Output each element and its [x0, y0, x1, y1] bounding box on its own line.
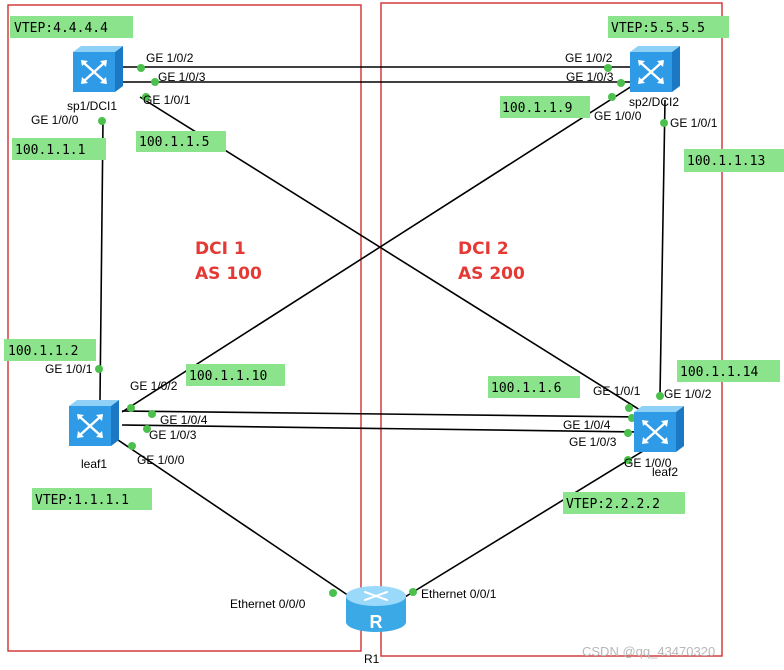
port-dot — [151, 78, 159, 86]
device-name-sp1: sp1/DCI1 — [67, 99, 117, 113]
vtep-label-leaf2: VTEP:2.2.2.2 — [566, 497, 660, 512]
leaf2-ge100-label: GE 1/0/0 — [624, 456, 672, 470]
router-icon[interactable]: R — [346, 586, 406, 632]
port-dot — [95, 365, 103, 373]
port-dot — [625, 404, 633, 412]
port-dot — [143, 425, 151, 433]
port-dot — [608, 93, 616, 101]
link-leaf1-leaf2-ge103 — [121, 424, 641, 433]
link-leaf1-r1 — [117, 439, 356, 601]
device-name-leaf2: leaf2 — [652, 465, 678, 479]
port-dot — [137, 64, 145, 72]
port-dot — [656, 392, 664, 400]
ip-label-leaf1-ge101: 100.1.1.2 — [8, 344, 78, 359]
port-dot — [128, 442, 136, 450]
device-name-sp2: sp2/DCI2 — [629, 95, 679, 109]
dci2-title: DCI 2 — [458, 239, 509, 259]
sp1-ge101-label: GE 1/0/1 — [143, 93, 191, 107]
port-dot — [98, 117, 106, 125]
sp2-ge103-label: GE 1/0/3 — [566, 70, 614, 84]
dci1-title: DCI 1 — [195, 239, 246, 259]
dci1-domain-box — [7, 4, 362, 652]
links — [99, 66, 666, 601]
link-sp1-leaf1 — [99, 119, 104, 401]
port-dot — [409, 588, 417, 596]
leaf1-ge100-label: GE 1/0/0 — [137, 453, 185, 467]
ip-label-leaf2-ge102: 100.1.1.14 — [680, 365, 758, 380]
sp1-ge103-label: GE 1/0/3 — [158, 70, 206, 84]
switch-icon[interactable] — [634, 406, 684, 452]
link-leaf2-r1 — [399, 447, 649, 601]
leaf1-ge103-label: GE 1/0/3 — [149, 428, 197, 442]
vtep-label-sp2: VTEP:5.5.5.5 — [611, 21, 705, 36]
ip-label-sp1-ge101: 100.1.1.5 — [139, 135, 209, 150]
vtep-label-leaf1: VTEP:1.1.1.1 — [35, 493, 129, 508]
svg-text:R: R — [370, 612, 383, 632]
interface-labels: GE 1/0/2 GE 1/0/3 GE 1/0/1 GE 1/0/0 GE 1… — [31, 51, 718, 611]
dci2-domain-box — [380, 2, 723, 657]
port-dot — [624, 429, 632, 437]
sp1-ge102-label: GE 1/0/2 — [146, 51, 194, 65]
switch-icon[interactable] — [73, 46, 123, 92]
leaf2-ge101-label: GE 1/0/1 — [593, 384, 641, 398]
r1-eth1-label: Ethernet 0/0/1 — [421, 587, 497, 601]
ip-label-sp2-ge101: 100.1.1.13 — [687, 154, 765, 169]
port-dot — [142, 93, 150, 101]
r1-eth0-label: Ethernet 0/0/0 — [230, 597, 306, 611]
leaf1-ge104-label: GE 1/0/4 — [160, 413, 208, 427]
leaf1-ge101-label: GE 1/0/1 — [45, 362, 93, 376]
sp1-ge100-label: GE 1/0/0 — [31, 113, 79, 127]
sp2-ge101-label: GE 1/0/1 — [670, 116, 718, 130]
device-name-r1: R1 — [364, 652, 380, 666]
port-dot — [624, 456, 632, 464]
sp2-ge100-label: GE 1/0/0 — [594, 109, 642, 123]
switch-icon[interactable] — [630, 46, 680, 92]
leaf2-ge104-label: GE 1/0/4 — [563, 418, 611, 432]
leaf2-ge103-label: GE 1/0/3 — [569, 435, 617, 449]
port-dot — [148, 410, 156, 418]
leaf1-ge102-label: GE 1/0/2 — [130, 379, 178, 393]
green-labels: VTEP:4.4.4.4 VTEP:5.5.5.5 100.1.1.1 100.… — [4, 16, 784, 514]
vtep-label-sp1: VTEP:4.4.4.4 — [14, 21, 108, 36]
ip-label-sp1-ge100: 100.1.1.1 — [15, 143, 85, 158]
link-leaf1-leaf2-ge104 — [121, 410, 641, 418]
switch-icon[interactable] — [69, 400, 119, 446]
ip-label-leaf2-ge101: 100.1.1.6 — [491, 381, 561, 396]
port-dot — [617, 79, 625, 87]
port-dots — [95, 64, 668, 597]
port-dot — [329, 589, 337, 597]
ip-label-leaf1-ge102: 100.1.1.10 — [189, 369, 267, 384]
port-dot — [660, 119, 668, 127]
link-sp2-leaf1 — [121, 85, 633, 413]
sp2-ge102-label: GE 1/0/2 — [565, 51, 613, 65]
link-sp2-leaf2 — [659, 99, 666, 396]
dci1-as-number: AS 100 — [195, 264, 262, 284]
port-dot — [127, 404, 135, 412]
device-name-leaf1: leaf1 — [81, 457, 107, 471]
dci2-as-number: AS 200 — [458, 264, 525, 284]
device-names: sp1/DCI1 sp2/DCI2 leaf1 leaf2 R1 — [67, 95, 679, 666]
leaf2-ge102-label: GE 1/0/2 — [664, 387, 712, 401]
ip-label-sp2-ge100: 100.1.1.9 — [502, 101, 572, 116]
port-dot — [604, 64, 612, 72]
watermark: CSDN @qq_43470320 — [582, 644, 715, 659]
